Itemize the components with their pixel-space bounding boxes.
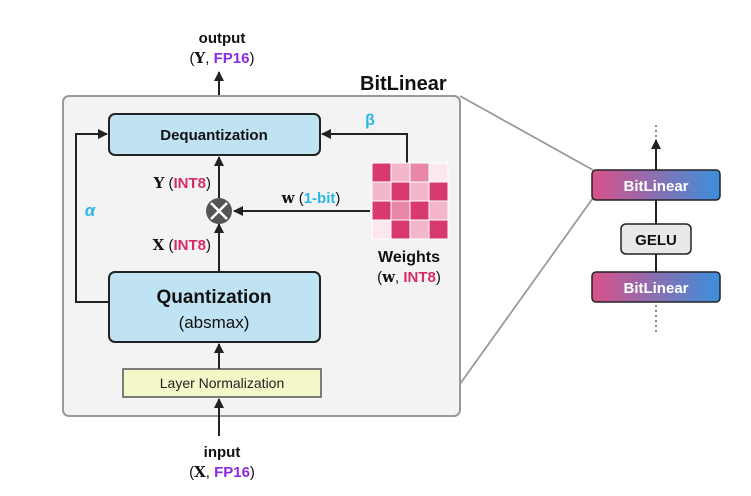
output-label: output xyxy=(199,30,246,47)
weight-cell xyxy=(371,162,392,183)
weight-cell xyxy=(428,181,449,202)
y-int8-label: Y (INT8) xyxy=(153,174,211,192)
input-label: input xyxy=(204,444,241,461)
weight-cell xyxy=(371,219,392,240)
quantization-sublabel: (absmax) xyxy=(179,313,250,332)
weight-cell xyxy=(409,200,430,221)
stack-bitlinear-bottom-label: BitLinear xyxy=(623,280,688,297)
alpha-path xyxy=(75,129,109,303)
zoom-connector-bottom xyxy=(459,197,594,385)
input-annotation: (X, FP16) xyxy=(189,463,255,481)
layer-normalization-box xyxy=(122,368,322,398)
stack-gelu-label: GELU xyxy=(635,232,677,249)
dequantization-box xyxy=(108,113,321,156)
quantization-box xyxy=(108,271,321,343)
weight-cell xyxy=(409,181,430,202)
layer-normalization-label: Layer Normalization xyxy=(160,375,285,391)
weight-cell xyxy=(428,200,449,221)
weights-matrix xyxy=(371,162,449,240)
weights-label: Weights xyxy=(378,249,440,266)
alpha-symbol: α xyxy=(85,201,97,220)
output-annotation: (Y, FP16) xyxy=(190,49,255,67)
weight-cell xyxy=(428,219,449,240)
weight-cell xyxy=(409,219,430,240)
dequantization-label: Dequantization xyxy=(160,127,268,144)
stack-bitlinear-bottom xyxy=(591,271,721,303)
beta-symbol: β xyxy=(365,112,375,129)
weight-cell xyxy=(390,200,411,221)
weight-cell xyxy=(371,200,392,221)
block-title: BitLinear xyxy=(360,73,447,95)
stack-bitlinear-top-label: BitLinear xyxy=(623,178,688,195)
weight-cell xyxy=(428,162,449,183)
weight-cell xyxy=(390,162,411,183)
weight-cell xyxy=(390,219,411,240)
beta-path xyxy=(321,129,408,163)
w-1bit-label: w (1-bit) xyxy=(281,189,341,207)
weight-cell xyxy=(390,181,411,202)
zoom-connector-top xyxy=(459,95,594,171)
weight-cell xyxy=(371,181,392,202)
quantization-label: Quantization xyxy=(156,287,271,308)
x-int8-label: X (INT8) xyxy=(153,236,211,254)
weight-cell xyxy=(409,162,430,183)
multiply-icon xyxy=(206,198,232,224)
weights-annotation: (w, INT8) xyxy=(377,268,441,286)
